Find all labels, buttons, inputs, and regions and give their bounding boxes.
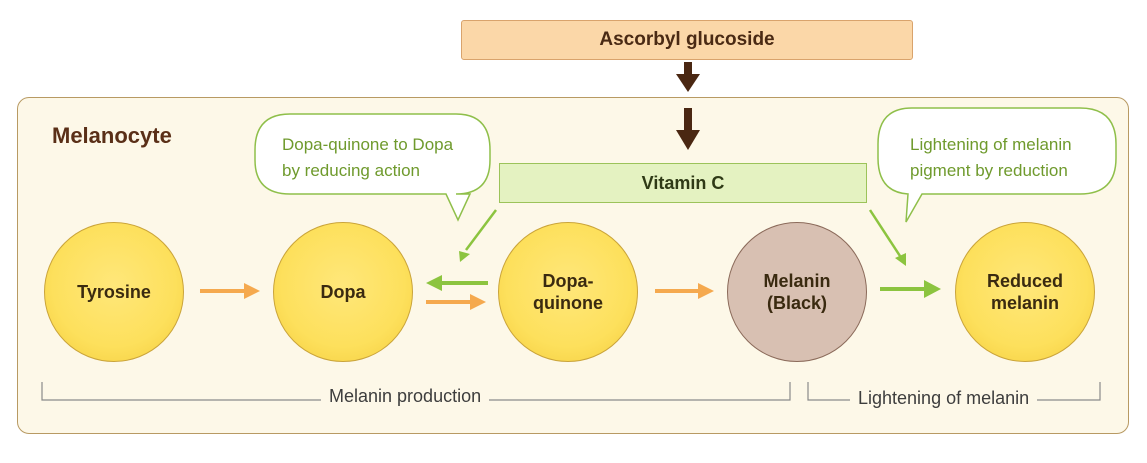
ascorbyl-glucoside-box: Ascorbyl glucoside xyxy=(461,20,913,60)
ascorbyl-glucoside-label: Ascorbyl glucoside xyxy=(599,29,775,50)
bubble-left-line2: by reducing action xyxy=(282,161,420,180)
node-dopaquinone-line1: Dopa- xyxy=(542,271,594,291)
vitamin-c-box: Vitamin C xyxy=(499,163,867,203)
node-melanin-line1: Melanin xyxy=(763,271,831,291)
node-melanin-black: Melanin (Black) xyxy=(727,222,867,362)
arrow-tyrosine-to-dopa xyxy=(200,283,260,299)
brown-arrow-2 xyxy=(676,108,700,150)
speech-bubble-right xyxy=(877,107,1117,223)
node-dopa-label: Dopa xyxy=(320,282,366,302)
brown-arrow-1 xyxy=(676,62,700,92)
label-melanin-production: Melanin production xyxy=(321,386,490,407)
node-dopaquinone-line2: quinone xyxy=(533,293,603,313)
bubble-right-line1: Lightening of melanin xyxy=(910,135,1072,154)
node-reduced-line1: Reduced xyxy=(986,271,1064,291)
arrow-vitc-to-dopa xyxy=(459,209,497,262)
node-melanin-line2: (Black) xyxy=(766,293,827,313)
arrow-dopaquinone-to-dopa xyxy=(426,275,488,291)
node-reduced-line2: melanin xyxy=(990,293,1060,313)
bubble-right-text: Lightening of melanin pigment by reducti… xyxy=(910,132,1072,184)
arrow-vitc-to-reduced xyxy=(868,209,906,266)
node-tyrosine-label: Tyrosine xyxy=(77,282,151,302)
bubble-right-line2: pigment by reduction xyxy=(910,161,1068,180)
speech-bubble-left xyxy=(254,113,491,222)
melanocyte-title: Melanocyte xyxy=(52,123,172,148)
node-dopa: Dopa xyxy=(273,222,413,362)
vitamin-c-label: Vitamin C xyxy=(641,172,725,193)
arrow-melanin-to-reduced xyxy=(880,280,941,298)
label-lightening-of-melanin: Lightening of melanin xyxy=(850,388,1038,409)
arrow-dopa-to-dopaquinone xyxy=(426,294,486,310)
node-tyrosine: Tyrosine xyxy=(44,222,184,362)
node-reduced-melanin: Reduced melanin xyxy=(955,222,1095,362)
bubble-left-line1: Dopa-quinone to Dopa xyxy=(282,135,454,154)
arrow-dopaquinone-to-melanin xyxy=(655,283,714,299)
bubble-left-text: Dopa-quinone to Dopa by reducing action xyxy=(282,132,453,184)
node-dopaquinone: Dopa- quinone xyxy=(498,222,638,362)
